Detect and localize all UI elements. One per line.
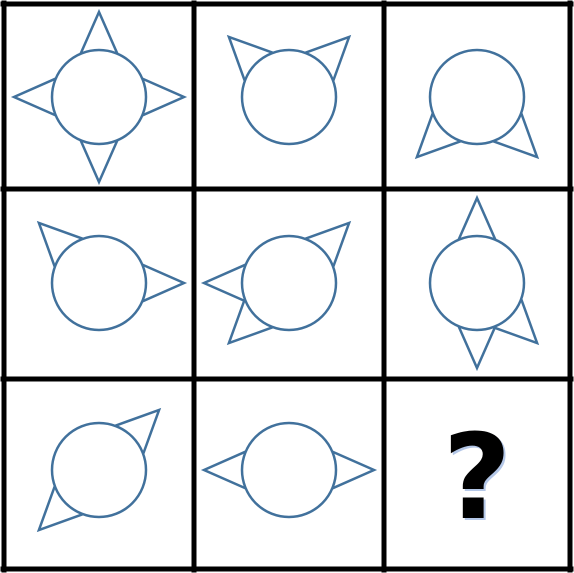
cell-r1-c1 (10, 8, 188, 186)
circle (428, 48, 526, 146)
triangle-right (331, 449, 378, 491)
cell-r3-c3: ?? (443, 408, 513, 548)
circle (428, 234, 526, 332)
puzzle-cells: ?? (10, 8, 540, 548)
triangle-right (141, 76, 188, 118)
triangle-left (200, 449, 247, 491)
triangle-right (141, 262, 188, 304)
question-mark-shadow: ? (445, 410, 513, 548)
cell-r3-c2 (200, 421, 378, 519)
triangle-left (200, 262, 247, 304)
question-mark: ? (443, 408, 511, 546)
triangle-top (456, 194, 498, 241)
circle (240, 421, 338, 519)
cell-r2-c1 (36, 220, 188, 332)
circle (240, 48, 338, 146)
triangle-left (10, 76, 57, 118)
circle (240, 234, 338, 332)
cell-r1-c2 (226, 34, 352, 146)
cell-r2-c3 (428, 194, 540, 372)
triangle-bottom (456, 325, 498, 372)
cell-r3-c1 (36, 407, 162, 533)
cell-r1-c3 (414, 48, 540, 160)
circle (50, 421, 148, 519)
cell-r2-c2 (200, 220, 352, 346)
circle (50, 48, 148, 146)
triangle-top (78, 8, 120, 55)
circle (50, 234, 148, 332)
triangle-bottom (78, 139, 120, 186)
